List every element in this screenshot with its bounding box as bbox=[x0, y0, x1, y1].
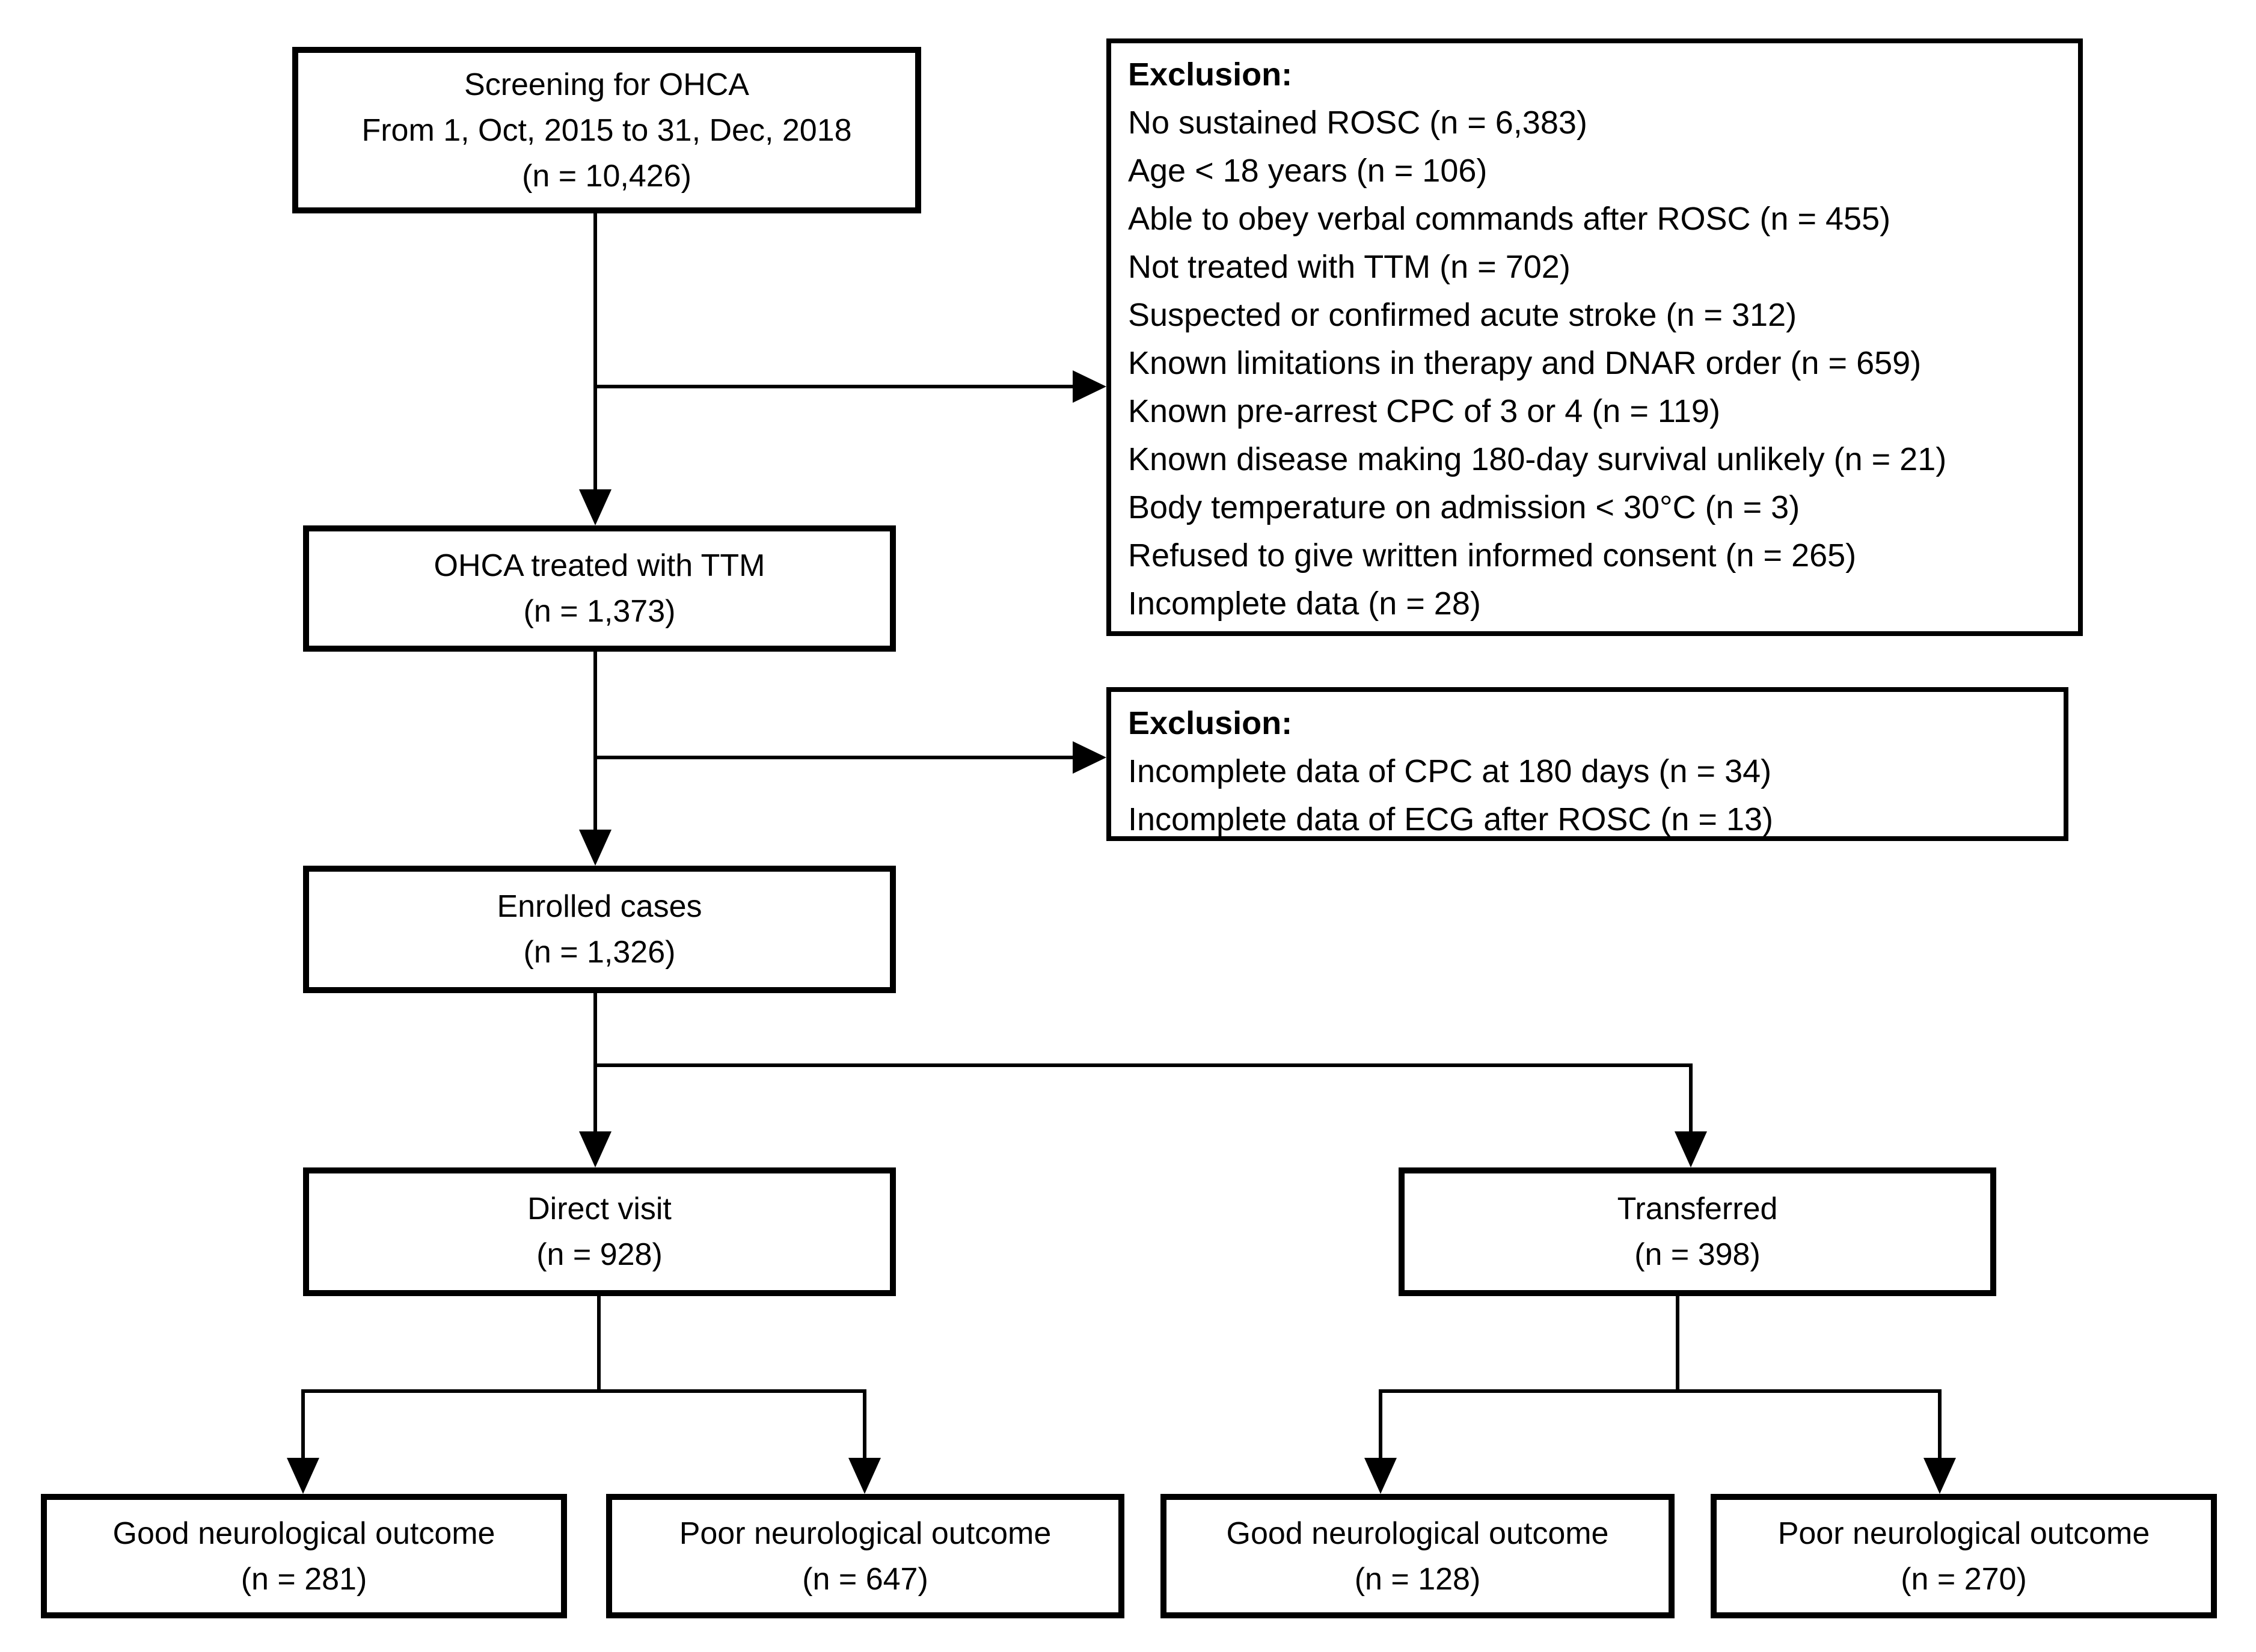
exclusion-1-item: Age < 18 years (n = 106) bbox=[1128, 153, 1488, 189]
connector-to-exclusion-2 bbox=[593, 756, 1075, 759]
connector-to-exclusion-1 bbox=[593, 385, 1075, 388]
transferred-box: Transferred (n = 398) bbox=[1399, 1167, 1996, 1296]
screening-count: (n = 10,426) bbox=[522, 158, 691, 194]
ohca-ttm-label: OHCA treated with TTM bbox=[434, 548, 765, 583]
arrowhead-into-enrolled bbox=[579, 830, 612, 866]
direct-visit-box: Direct visit (n = 928) bbox=[303, 1167, 896, 1296]
good-outcome-transferred-count: (n = 128) bbox=[1354, 1561, 1481, 1597]
direct-visit-count: (n = 928) bbox=[536, 1237, 663, 1272]
screening-line-1: Screening for OHCA bbox=[464, 67, 749, 102]
enrolled-count: (n = 1,326) bbox=[523, 935, 676, 970]
ohca-ttm-box: OHCA treated with TTM (n = 1,373) bbox=[303, 525, 896, 652]
connector-to-poor-transferred bbox=[1938, 1389, 1942, 1460]
exclusion-1-item: Known disease making 180-day survival un… bbox=[1128, 441, 1947, 477]
exclusion-1-item: Known pre-arrest CPC of 3 or 4 (n = 119) bbox=[1128, 393, 1720, 429]
arrowhead-into-transferred bbox=[1675, 1131, 1707, 1167]
ohca-ttm-count: (n = 1,373) bbox=[523, 594, 676, 629]
exclusion-2-heading: Exclusion: bbox=[1128, 705, 1293, 741]
arrowhead-into-good-direct bbox=[287, 1458, 319, 1494]
connector-to-transferred bbox=[1689, 1065, 1693, 1135]
exclusion-1-item: Known limitations in therapy and DNAR or… bbox=[1128, 345, 1922, 381]
arrowhead-into-exclusion-1 bbox=[1073, 370, 1106, 403]
exclusion-1-item: Refused to give written informed consent… bbox=[1128, 537, 1857, 574]
connector-ttm-to-enrolled bbox=[593, 652, 597, 830]
good-outcome-direct-count: (n = 281) bbox=[241, 1561, 367, 1597]
good-outcome-transferred-label: Good neurological outcome bbox=[1226, 1516, 1609, 1551]
transferred-label: Transferred bbox=[1617, 1192, 1778, 1226]
exclusion-1-item: No sustained ROSC (n = 6,383) bbox=[1128, 105, 1587, 141]
poor-outcome-transferred-box: Poor neurological outcome (n = 270) bbox=[1711, 1494, 2217, 1618]
connector-to-good-transferred bbox=[1379, 1389, 1382, 1460]
exclusion-box-1: Exclusion: No sustained ROSC (n = 6,383)… bbox=[1106, 38, 2083, 636]
screening-box: Screening for OHCA From 1, Oct, 2015 to … bbox=[292, 47, 921, 213]
exclusion-1-item: Body temperature on admission < 30°C (n … bbox=[1128, 489, 1800, 525]
connector-screening-to-ttm bbox=[593, 213, 597, 492]
connector-transferred-split bbox=[1379, 1389, 1942, 1393]
good-outcome-direct-box: Good neurological outcome (n = 281) bbox=[41, 1494, 567, 1618]
exclusion-2-item: Incomplete data of ECG after ROSC (n = 1… bbox=[1128, 801, 1773, 837]
enrolled-label: Enrolled cases bbox=[497, 889, 702, 924]
screening-line-2: From 1, Oct, 2015 to 31, Dec, 2018 bbox=[361, 112, 852, 148]
exclusion-1-item: Not treated with TTM (n = 702) bbox=[1128, 249, 1571, 285]
connector-to-good-direct bbox=[301, 1389, 305, 1460]
direct-visit-label: Direct visit bbox=[527, 1192, 672, 1226]
connector-enrolled-down bbox=[593, 993, 597, 1133]
enrolled-box: Enrolled cases (n = 1,326) bbox=[303, 866, 896, 993]
transferred-count: (n = 398) bbox=[1634, 1237, 1761, 1272]
arrowhead-into-good-transferred bbox=[1364, 1458, 1397, 1494]
poor-outcome-direct-box: Poor neurological outcome (n = 647) bbox=[606, 1494, 1124, 1618]
poor-outcome-transferred-label: Poor neurological outcome bbox=[1777, 1516, 2150, 1551]
exclusion-1-item: Able to obey verbal commands after ROSC … bbox=[1128, 201, 1891, 237]
exclusion-1-item: Incomplete data (n = 28) bbox=[1128, 586, 1481, 622]
poor-outcome-direct-label: Poor neurological outcome bbox=[679, 1516, 1052, 1551]
good-outcome-transferred-box: Good neurological outcome (n = 128) bbox=[1160, 1494, 1675, 1618]
arrowhead-into-exclusion-2 bbox=[1073, 741, 1106, 774]
connector-to-poor-direct bbox=[863, 1389, 866, 1460]
exclusion-2-item: Incomplete data of CPC at 180 days (n = … bbox=[1128, 753, 1772, 789]
poor-outcome-transferred-count: (n = 270) bbox=[1901, 1561, 2027, 1597]
arrowhead-into-poor-transferred bbox=[1923, 1458, 1956, 1494]
exclusion-1-item: Suspected or confirmed acute stroke (n =… bbox=[1128, 297, 1797, 333]
arrowhead-into-ttm bbox=[579, 489, 612, 525]
exclusion-1-heading: Exclusion: bbox=[1128, 57, 1293, 93]
poor-outcome-direct-count: (n = 647) bbox=[802, 1561, 928, 1597]
arrowhead-into-direct-visit bbox=[579, 1131, 612, 1167]
exclusion-box-2: Exclusion: Incomplete data of CPC at 180… bbox=[1106, 687, 2068, 841]
connector-enrolled-split bbox=[593, 1063, 1693, 1067]
connector-direct-down bbox=[597, 1296, 601, 1393]
good-outcome-direct-label: Good neurological outcome bbox=[112, 1516, 495, 1551]
arrowhead-into-poor-direct bbox=[848, 1458, 881, 1494]
connector-transferred-down bbox=[1676, 1296, 1679, 1393]
connector-direct-split bbox=[301, 1389, 866, 1393]
